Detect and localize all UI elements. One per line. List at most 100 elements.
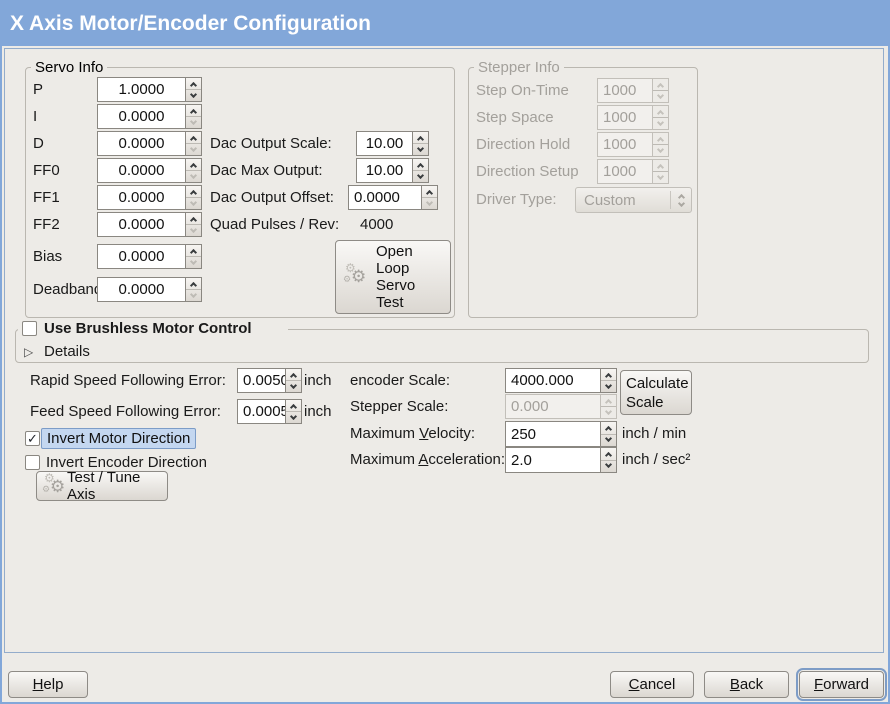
deadband-input[interactable]: 0.0000 — [97, 277, 186, 302]
driver-type-select: Custom — [575, 187, 692, 213]
spin-down-button[interactable] — [186, 144, 201, 155]
spin-down-button[interactable] — [601, 435, 616, 447]
chevron-down-icon — [416, 144, 425, 152]
chevron-up-icon — [189, 281, 198, 289]
spin-down-button[interactable] — [601, 381, 616, 392]
stepper-info-frame-label: Stepper Info — [474, 59, 564, 76]
chevron-up-icon — [416, 162, 425, 170]
ff1-spin-buttons — [186, 185, 202, 210]
max-acceleration-input[interactable]: 2.0 — [505, 447, 601, 473]
spin-down-button[interactable] — [286, 381, 301, 392]
spin-up-button[interactable] — [186, 245, 201, 257]
invert-encoder-direction-label[interactable]: Invert Encoder Direction — [46, 454, 207, 471]
dac-output-scale-input[interactable]: 10.00 — [356, 131, 413, 156]
check-icon: ✓ — [27, 431, 38, 446]
spin-up-button[interactable] — [186, 213, 201, 225]
spin-up-button[interactable] — [186, 278, 201, 290]
chevron-up-icon — [416, 135, 425, 143]
chevron-down-icon — [604, 461, 613, 469]
max-velocity-unit: inch / min — [622, 425, 687, 442]
rapid-following-error-label: Rapid Speed Following Error: — [30, 372, 226, 389]
stepper-scale-input: 0.000 — [505, 394, 601, 419]
chevron-up-icon — [189, 81, 198, 89]
spin-down-button[interactable] — [601, 461, 616, 473]
dac-max-output-input[interactable]: 10.00 — [356, 158, 413, 183]
spin-up-button[interactable] — [601, 422, 616, 435]
spin-up-button[interactable] — [186, 105, 201, 117]
expander-triangle-icon[interactable]: ▷ — [24, 345, 34, 359]
spin-down-button[interactable] — [186, 90, 201, 101]
spin-up-button[interactable] — [601, 369, 616, 381]
spin-up-button[interactable] — [286, 400, 301, 412]
max-velocity-input[interactable]: 250 — [505, 421, 601, 447]
use-brushless-motor-checkbox[interactable]: ✓ — [22, 321, 37, 336]
ff2-input[interactable]: 0.0000 — [97, 212, 186, 237]
rapid-following-error-input[interactable]: 0.0050 — [237, 368, 286, 393]
spin-down-button[interactable] — [413, 171, 428, 182]
spin-down-button[interactable] — [422, 198, 437, 209]
i-input[interactable]: 0.0000 — [97, 104, 186, 129]
p-input[interactable]: 1.0000 — [97, 77, 186, 102]
spin-down-button[interactable] — [186, 290, 201, 301]
spin-down-button[interactable] — [186, 117, 201, 128]
spin-down-button — [653, 172, 668, 183]
dac-output-scale-spinbox: 10.00 — [356, 131, 429, 156]
spin-down-button[interactable] — [186, 198, 201, 209]
ff1-input[interactable]: 0.0000 — [97, 185, 186, 210]
direction-setup-spin-buttons — [653, 159, 669, 184]
feed-following-error-label: Feed Speed Following Error: — [30, 403, 221, 420]
dac-output-offset-label: Dac Output Offset: — [210, 189, 334, 206]
dac-max-output-label: Dac Max Output: — [210, 162, 323, 179]
spin-down-button — [653, 118, 668, 129]
spin-down-button[interactable] — [186, 171, 201, 182]
details-expander-label[interactable]: Details — [44, 343, 90, 360]
gear-icon: ⚙ — [351, 267, 367, 286]
i-spin-buttons — [186, 104, 202, 129]
chevron-down-icon — [189, 144, 198, 152]
step-space-spin-buttons — [653, 105, 669, 130]
spin-up-button[interactable] — [186, 78, 201, 90]
driver-type-value: Custom — [584, 191, 636, 209]
spin-up-button[interactable] — [186, 159, 201, 171]
spin-up-button[interactable] — [186, 132, 201, 144]
spin-down-button[interactable] — [413, 144, 428, 155]
spin-up-button[interactable] — [413, 132, 428, 144]
spin-up-button[interactable] — [422, 186, 437, 198]
rapid-following-error-unit: inch — [304, 372, 332, 389]
chevron-down-icon — [604, 407, 613, 415]
open-loop-servo-test-button[interactable]: ⚙ ⚙ ⚙ Open Loop Servo Test — [335, 240, 451, 314]
chevron-up-icon — [604, 398, 613, 406]
dac-output-offset-spin-buttons — [422, 185, 438, 210]
encoder-scale-input[interactable]: 4000.000 — [505, 368, 601, 393]
servo-info-frame-label: Servo Info — [31, 59, 108, 76]
max-velocity-spinbox: 250 — [505, 421, 617, 447]
feed-following-error-spinbox: 0.0005 — [237, 399, 302, 424]
spin-down-button[interactable] — [186, 225, 201, 236]
invert-motor-direction-checkbox[interactable]: ✓ — [25, 431, 40, 446]
spin-up-button[interactable] — [286, 369, 301, 381]
spin-up-button — [653, 160, 668, 172]
calculate-scale-button[interactable]: Calculate Scale — [620, 370, 692, 415]
brushless-frame — [15, 329, 869, 363]
direction-setup-label: Direction Setup — [476, 163, 579, 180]
ff0-input[interactable]: 0.0000 — [97, 158, 186, 183]
spin-down-button[interactable] — [186, 257, 201, 268]
invert-encoder-direction-checkbox[interactable]: ✓ — [25, 455, 40, 470]
spin-up-button[interactable] — [413, 159, 428, 171]
spin-up-button[interactable] — [186, 186, 201, 198]
dac-output-offset-input[interactable]: 0.0000 — [348, 185, 422, 210]
test-tune-axis-button[interactable]: ⚙ ⚙ ⚙ Test / Tune Axis — [36, 469, 168, 503]
feed-following-error-input[interactable]: 0.0005 — [237, 399, 286, 424]
d-input[interactable]: 0.0000 — [97, 131, 186, 156]
p-label: P — [33, 81, 44, 98]
invert-motor-direction-label[interactable]: Invert Motor Direction — [41, 428, 197, 449]
bias-input[interactable]: 0.0000 — [97, 244, 186, 269]
spin-up-button[interactable] — [601, 448, 616, 461]
chevron-up-icon — [189, 135, 198, 143]
spin-down-button[interactable] — [286, 412, 301, 423]
